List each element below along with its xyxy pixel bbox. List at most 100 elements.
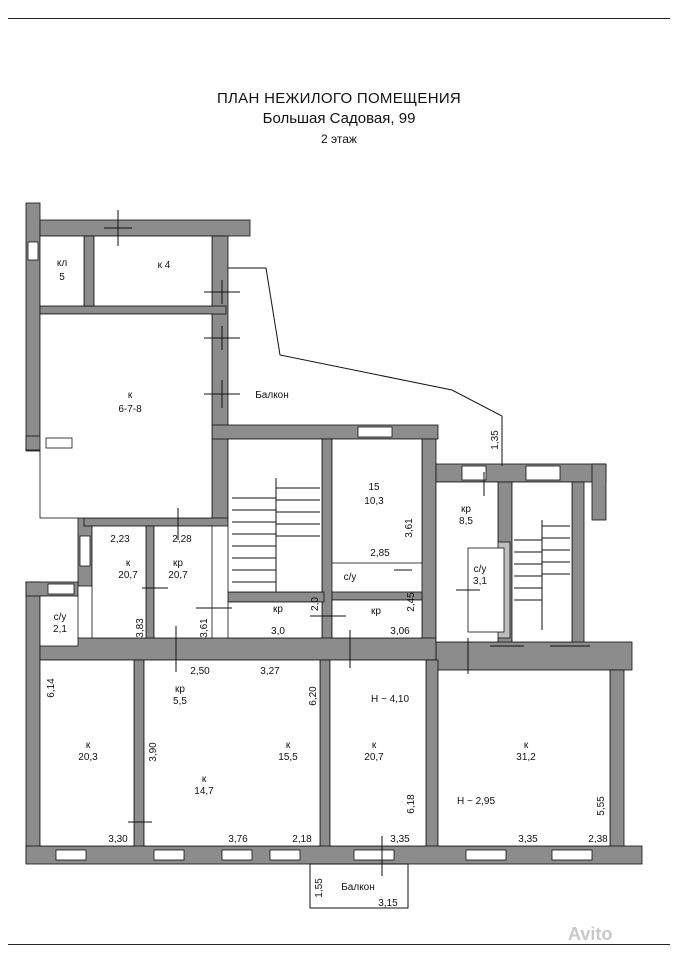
label-k147-area: 14,7	[194, 786, 214, 797]
label-k312-name: к	[524, 740, 529, 751]
dim-3-35a: 3,35	[390, 834, 410, 845]
room-k203	[39, 659, 135, 847]
wall-kl-k4	[83, 235, 95, 307]
label-kr207-name: кр	[173, 558, 183, 569]
door-marks	[104, 210, 590, 876]
wall-left-lower	[25, 581, 41, 863]
stairs	[232, 478, 570, 630]
label-balcony-bottom: Балкон	[341, 882, 375, 893]
dim-5-55: 5,55	[596, 796, 607, 816]
label-k203-name: к	[86, 740, 91, 751]
wall-stair-right	[321, 438, 333, 640]
wall-left-upper	[25, 202, 41, 452]
label-kr207-area: 20,7	[168, 570, 188, 581]
label-k207b-name: к	[372, 740, 377, 751]
room-k4	[93, 235, 213, 307]
balcony-bottom-outline	[309, 863, 409, 909]
label-kl-area: 5	[59, 272, 65, 283]
dim-2-0: 2,0	[310, 597, 321, 611]
dim-3-30: 3,30	[108, 834, 128, 845]
room-kl	[39, 235, 85, 307]
label-su31-name: с/у	[474, 564, 487, 575]
avito-watermark: Avito	[568, 924, 613, 944]
room-kr-mid	[331, 599, 423, 639]
dim-1-55: 1,55	[314, 878, 325, 898]
dim-3-06: 3,06	[390, 626, 410, 637]
label-k147-name: к	[202, 774, 207, 785]
wall-right-lower	[609, 669, 625, 863]
wall-r15-right	[421, 438, 437, 664]
label-balcony-top: Балкон	[255, 390, 289, 401]
dim-6-14: 6,14	[46, 678, 57, 698]
room-k678	[39, 313, 213, 519]
label-r15-num: 15	[368, 482, 380, 493]
dim-3-61b: 3,61	[199, 618, 210, 638]
room-15	[331, 438, 423, 564]
dim-3-27: 3,27	[260, 666, 280, 677]
wall-right-edge	[591, 463, 607, 521]
wall-mid-top	[211, 424, 439, 440]
label-kr85-name: кр	[461, 504, 471, 515]
wall-lower-2	[319, 659, 331, 851]
wall-corridor	[39, 637, 437, 661]
dim-3-35b: 3,35	[518, 834, 538, 845]
label-k155-name: к	[286, 740, 291, 751]
wall-kl-bottom	[39, 305, 227, 315]
label-r15-area: 10,3	[364, 496, 384, 507]
label-k207a-area: 20,7	[118, 570, 138, 581]
label-su31-area: 3,1	[473, 576, 487, 587]
label-su21-name: с/у	[54, 612, 67, 623]
balcony-top-outline	[228, 267, 503, 466]
label-su21-area: 2,1	[53, 624, 67, 635]
room-stairs-left	[227, 438, 323, 593]
label-kl-name: кл	[57, 258, 67, 269]
room-k207b	[329, 659, 427, 847]
label-kr30-name: кр	[273, 604, 283, 615]
wall-right-bottom	[435, 641, 633, 671]
label-k207b-area: 20,7	[364, 752, 384, 763]
rooms	[39, 235, 611, 847]
dim-2-18: 2,18	[292, 834, 312, 845]
plan-floor: 2 этаж	[321, 132, 357, 146]
wall-right-top	[435, 463, 607, 483]
dim-2-85: 2,85	[370, 548, 390, 559]
plan-address: Большая Садовая, 99	[262, 110, 416, 127]
wall-bottom	[25, 845, 643, 865]
wall-top	[39, 219, 251, 237]
room-kr30	[227, 601, 323, 639]
plan-title: ПЛАН НЕЖИЛОГО ПОМЕЩЕНИЯ	[216, 90, 462, 107]
label-k4: к 4	[158, 260, 171, 271]
wall-p1	[145, 525, 155, 639]
dim-h-4-10: Н ~ 4,10	[371, 694, 410, 705]
dim-3-15: 3,15	[378, 898, 398, 909]
dim-3-76: 3,76	[228, 834, 248, 845]
room-kr207	[153, 525, 213, 639]
label-k312-area: 31,2	[516, 752, 536, 763]
label-kr-mid: кр	[371, 606, 381, 617]
dim-1-35: 1,35	[490, 430, 501, 450]
label-k203-area: 20,3	[78, 752, 98, 763]
room-k155	[143, 659, 321, 847]
wall-right-inner2	[571, 481, 585, 645]
dim-3-61a: 3,61	[404, 518, 415, 538]
dim-6-20: 6,20	[308, 686, 319, 706]
dim-3-90: 3,90	[148, 742, 159, 762]
room-k207a	[91, 525, 147, 639]
dim-2-23: 2,23	[110, 534, 130, 545]
dim-3-83: 3,83	[135, 618, 146, 638]
room-su21	[39, 595, 79, 647]
room-k312	[437, 669, 611, 847]
wall-mid-left	[83, 517, 229, 527]
dim-h-2-95: Н ~ 2,95	[457, 796, 496, 807]
label-kr30-area: 3,0	[271, 626, 285, 637]
dim-6-18: 6,18	[406, 794, 417, 814]
wall-right-upper	[211, 235, 229, 523]
top-rule	[8, 18, 670, 19]
label-su-mid: с/у	[344, 572, 357, 583]
label-kr85-area: 8,5	[459, 516, 473, 527]
label-k678-area: 6-7-8	[118, 404, 142, 415]
dim-2-45: 2,45	[406, 592, 417, 612]
label-kr55-area: 5,5	[173, 696, 187, 707]
label-kr55-name: кр	[175, 684, 185, 695]
